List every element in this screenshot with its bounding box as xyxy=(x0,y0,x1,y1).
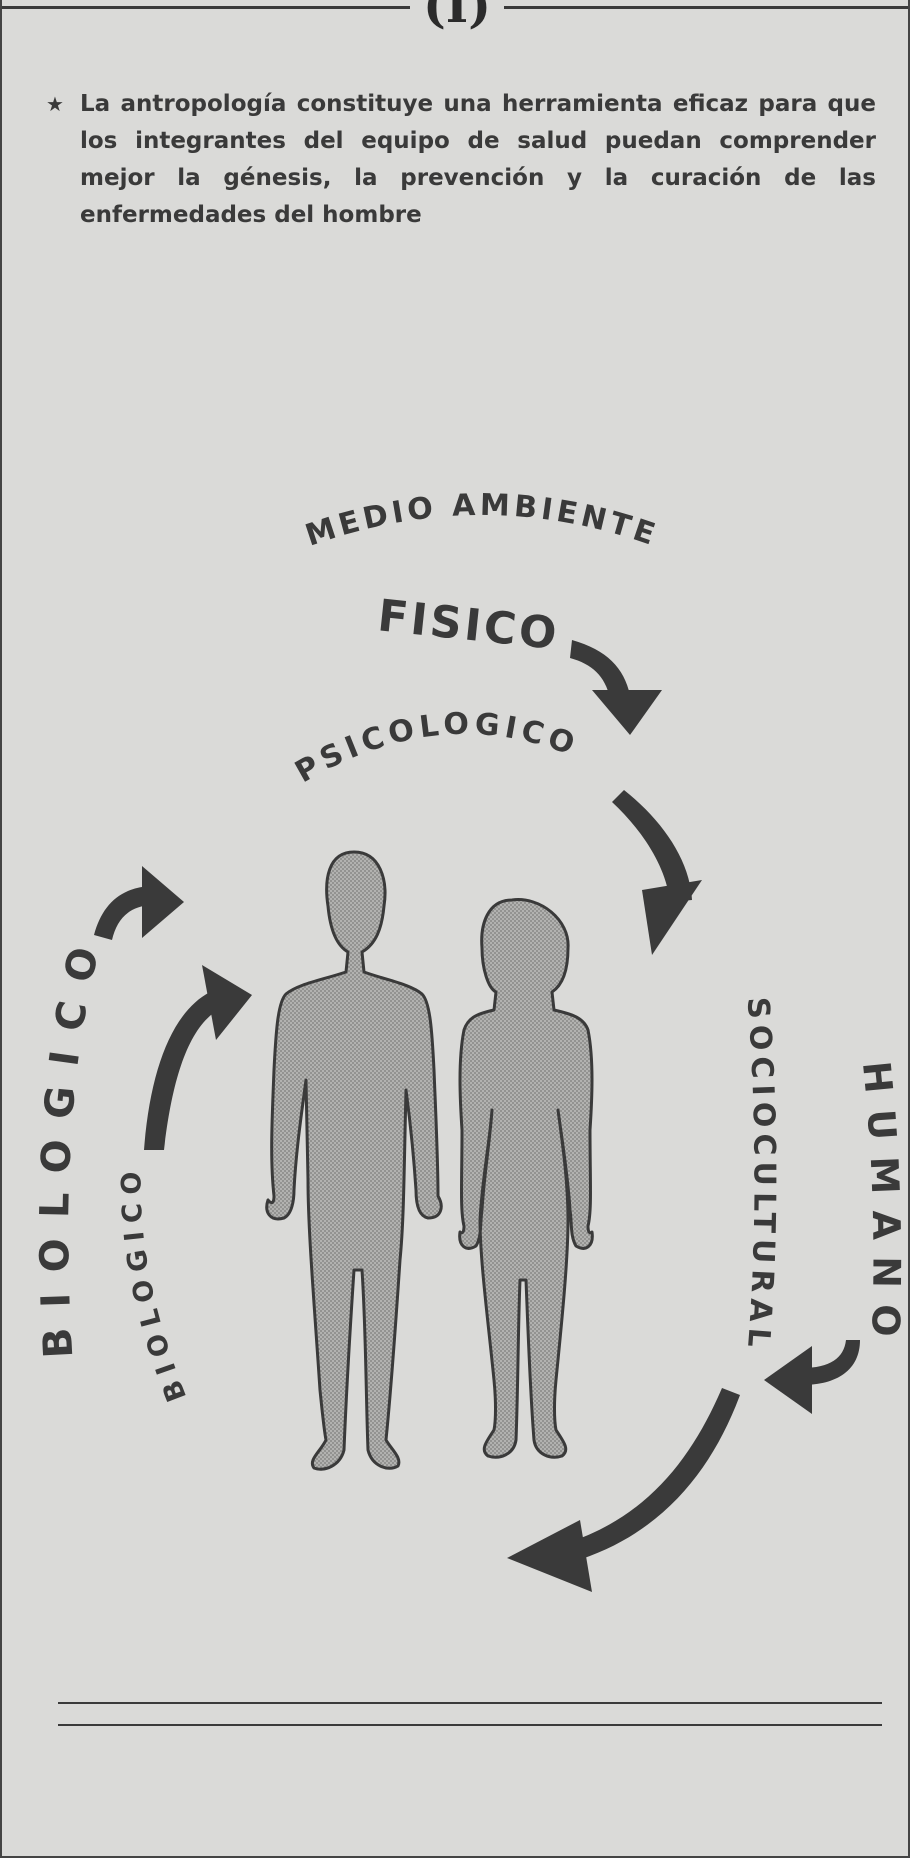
star-icon: ★ xyxy=(46,92,64,116)
female-figure xyxy=(458,898,594,1459)
arrow-biologico-inner xyxy=(144,965,252,1150)
header-rule-left xyxy=(2,6,410,9)
arrow-fisico xyxy=(570,640,662,735)
arrow-sociocultural xyxy=(507,1388,740,1592)
label-fisico: FISICO xyxy=(375,590,562,660)
arrow-humano xyxy=(764,1340,860,1414)
label-medio-ambiente: MEDIO AMBIENTE xyxy=(301,488,663,554)
header-rule-right xyxy=(504,6,908,9)
footer-rule-bottom xyxy=(58,1724,882,1726)
male-figure xyxy=(265,850,443,1471)
footer-rule-top xyxy=(58,1702,882,1704)
arrow-psicologico xyxy=(612,790,702,955)
chapter-mark: (I) xyxy=(423,0,491,34)
label-humano: HUMANO xyxy=(854,1059,909,1353)
intro-paragraph: ★ La antropología constituye una herrami… xyxy=(46,86,876,234)
arrow-biologico-outer xyxy=(94,866,184,940)
label-biologico-outer: BIOLOGICO xyxy=(32,923,113,1359)
intro-text: La antropología constituye una herramien… xyxy=(80,91,876,228)
label-biologico-inner: BIOLOGICO xyxy=(116,1163,193,1405)
label-psicologico: PSICOLOGICO xyxy=(289,707,583,790)
label-sociocultural: SOCIOCULTURAL xyxy=(740,996,782,1354)
